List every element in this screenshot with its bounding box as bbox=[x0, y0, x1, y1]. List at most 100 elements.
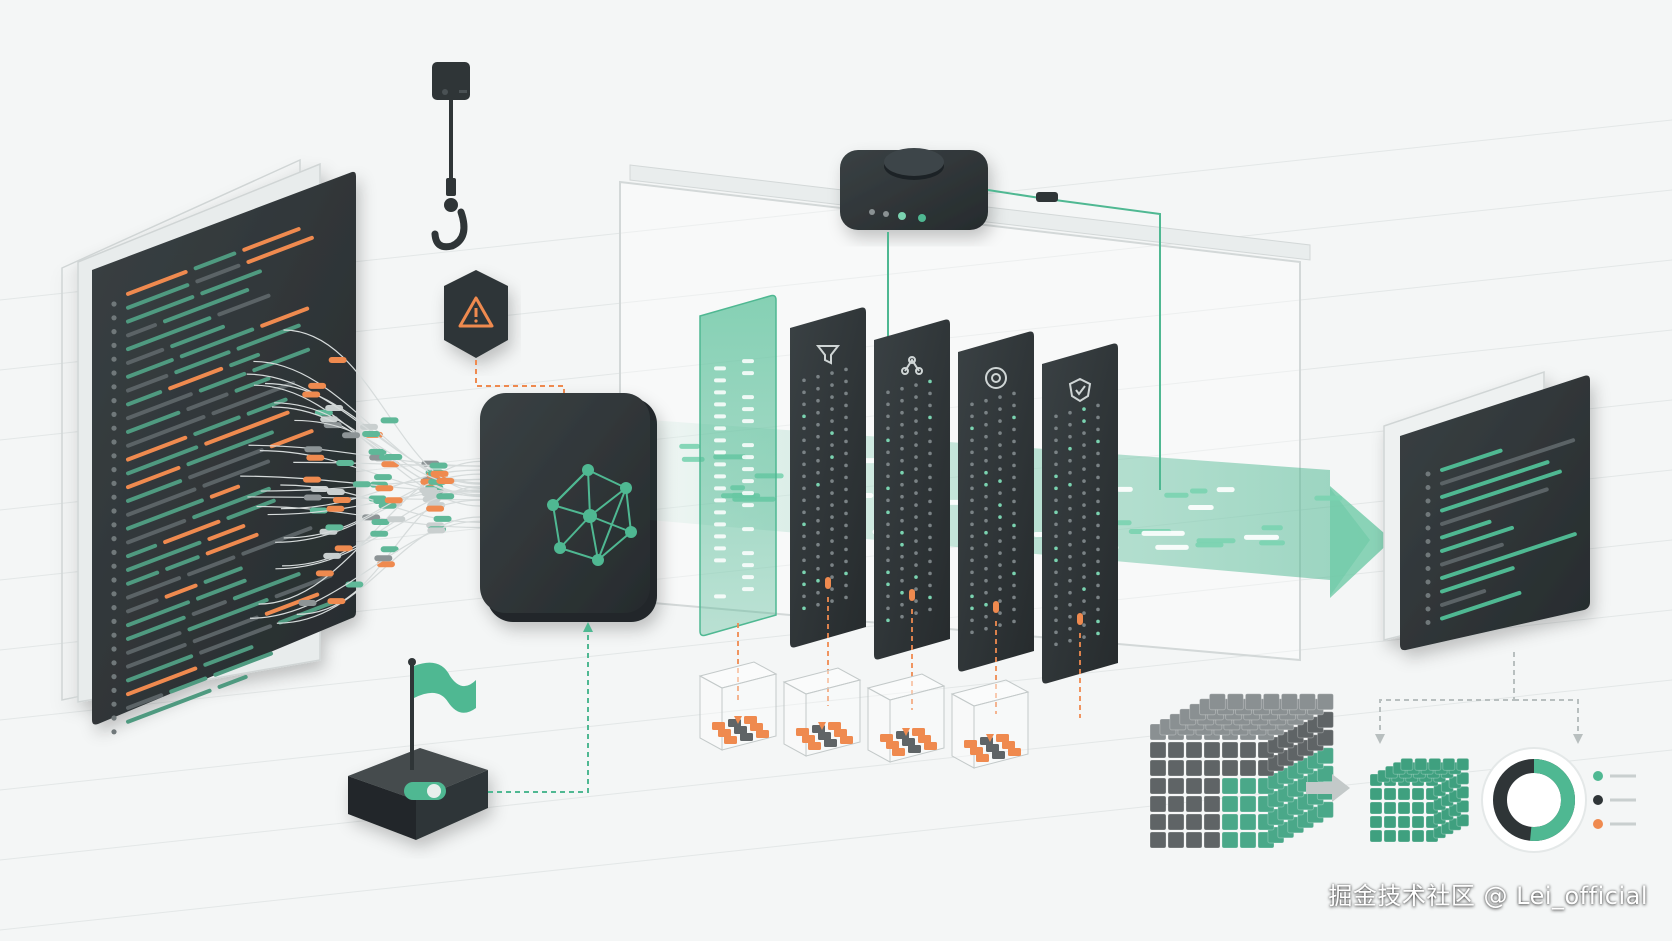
code-token bbox=[260, 306, 310, 328]
code-token bbox=[126, 615, 186, 641]
code-token bbox=[126, 693, 164, 710]
code-token bbox=[126, 390, 163, 407]
code-token bbox=[126, 295, 195, 324]
token-chip bbox=[325, 524, 344, 531]
code-token bbox=[170, 324, 225, 349]
line-bullet bbox=[111, 439, 117, 445]
token-chip bbox=[302, 391, 321, 398]
code-token bbox=[126, 688, 212, 724]
filter-panel bbox=[1042, 343, 1118, 718]
line-bullet bbox=[111, 701, 117, 707]
code-token bbox=[126, 270, 188, 296]
line-bullet bbox=[111, 398, 117, 404]
line-bullet bbox=[111, 425, 117, 431]
neural-network-icon bbox=[547, 464, 637, 566]
line-bullet bbox=[111, 618, 117, 625]
code-token bbox=[126, 435, 188, 462]
token-chip bbox=[304, 446, 323, 453]
code-token bbox=[193, 415, 241, 436]
line-bullet bbox=[111, 536, 117, 542]
line-bullet bbox=[111, 494, 117, 500]
code-token bbox=[187, 598, 269, 632]
flow-chip bbox=[1243, 534, 1280, 540]
code-token bbox=[252, 347, 311, 373]
code-token bbox=[205, 532, 259, 556]
line-bullet bbox=[111, 729, 117, 735]
code-token bbox=[126, 540, 202, 572]
sample-bin bbox=[950, 679, 1030, 769]
code-token bbox=[217, 675, 248, 689]
code-token bbox=[213, 651, 274, 677]
code-token bbox=[126, 323, 158, 338]
flow-chip bbox=[681, 456, 705, 462]
code-token bbox=[193, 251, 237, 271]
token-chip bbox=[376, 561, 395, 568]
line-bullet bbox=[111, 577, 117, 583]
token-chip bbox=[336, 460, 355, 467]
token-chip bbox=[374, 555, 393, 562]
filter-panel bbox=[874, 319, 950, 710]
warning-connector bbox=[475, 360, 565, 408]
code-token bbox=[126, 445, 199, 476]
donut-chart-icon bbox=[1481, 747, 1587, 853]
code-token bbox=[207, 524, 246, 541]
token-chip bbox=[326, 505, 345, 512]
stream-line bbox=[282, 489, 481, 567]
code-token bbox=[203, 566, 243, 584]
code-token bbox=[188, 448, 264, 480]
processor-unit bbox=[480, 393, 657, 622]
line-bullet bbox=[111, 674, 117, 680]
token-chip bbox=[325, 405, 344, 412]
code-token bbox=[126, 598, 159, 614]
line-bullet bbox=[111, 411, 117, 417]
output-connector bbox=[1379, 652, 1579, 736]
line-bullet bbox=[111, 687, 117, 694]
code-token bbox=[198, 371, 247, 393]
token-chip bbox=[381, 461, 400, 468]
flow-chip bbox=[1259, 540, 1285, 546]
token-chip bbox=[303, 476, 322, 483]
code-token bbox=[199, 624, 273, 655]
code-token bbox=[278, 599, 337, 625]
code-token bbox=[174, 350, 231, 375]
sample-bin bbox=[698, 661, 778, 751]
sample-bin bbox=[866, 673, 946, 763]
flow-chip bbox=[1314, 495, 1343, 501]
code-token bbox=[187, 555, 236, 577]
sample-bin bbox=[782, 667, 862, 757]
line-bullet bbox=[111, 632, 117, 638]
token-chip bbox=[342, 432, 361, 439]
token-chip bbox=[368, 448, 387, 455]
token-chip bbox=[384, 454, 403, 461]
code-token bbox=[192, 615, 259, 644]
code-token bbox=[200, 269, 262, 296]
code-token bbox=[246, 397, 288, 416]
token-chip bbox=[328, 357, 347, 364]
stream-line bbox=[248, 444, 481, 467]
sample-bins bbox=[698, 661, 1030, 769]
token-chip bbox=[326, 489, 345, 496]
code-token bbox=[204, 410, 290, 446]
controller-box bbox=[840, 148, 988, 230]
line-bullet bbox=[111, 329, 117, 335]
code-token bbox=[264, 592, 320, 616]
code-token bbox=[203, 645, 254, 667]
code-token bbox=[186, 392, 229, 411]
reduced-data-cube bbox=[1369, 757, 1470, 843]
code-token bbox=[196, 578, 247, 601]
line-bullet bbox=[111, 370, 117, 376]
shield-check-icon bbox=[1068, 377, 1092, 403]
donut-legend bbox=[1593, 771, 1636, 829]
token-chip bbox=[360, 423, 379, 430]
line-bullet bbox=[111, 342, 117, 348]
code-token bbox=[126, 666, 198, 697]
filter-panel bbox=[958, 331, 1034, 714]
line-bullet bbox=[111, 549, 117, 556]
code-token bbox=[229, 352, 261, 368]
token-chip bbox=[327, 598, 346, 605]
flag-connector bbox=[488, 626, 589, 793]
code-token bbox=[217, 293, 271, 317]
flow-chip bbox=[1216, 487, 1235, 493]
token-chip bbox=[352, 481, 371, 488]
token-chip bbox=[332, 497, 351, 504]
